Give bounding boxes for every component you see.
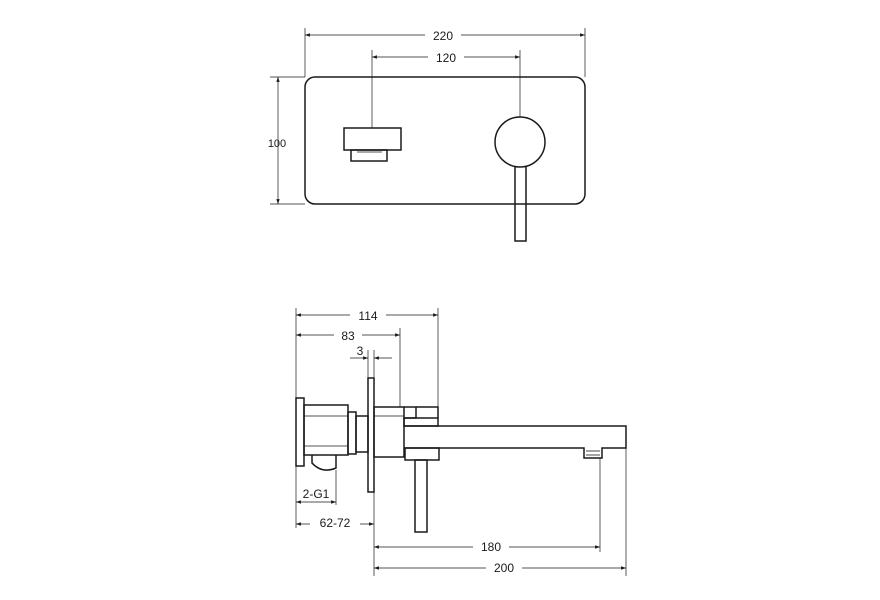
dim-label-body-depth: 83 — [341, 329, 355, 343]
dim-label-spout-reach: 180 — [481, 540, 501, 554]
dim-label-plate-thickness: 3 — [357, 344, 364, 358]
side-lever — [404, 447, 440, 533]
dim-label-wall-depth: 62-72 — [320, 516, 351, 530]
side-wall-plate — [367, 377, 375, 493]
dim-label-height: 100 — [268, 138, 286, 150]
dim-label-total-depth: 114 — [358, 309, 377, 323]
side-rear-body — [295, 397, 369, 471]
front-mixer-handle — [494, 116, 546, 242]
dim-label-width: 220 — [433, 29, 453, 43]
side-view: 114 83 3 2-G1 62-72 180 200 — [295, 307, 627, 576]
dim-label-overall-reach: 200 — [494, 561, 514, 575]
side-trim — [373, 406, 439, 458]
side-spout — [404, 425, 627, 459]
front-spout-outlet — [343, 127, 402, 162]
front-view: 220 120 100 — [268, 27, 586, 242]
front-plate — [304, 76, 586, 205]
dim-label-thread: 2-G1 — [303, 487, 330, 501]
dim-label-spacing: 120 — [436, 51, 456, 65]
